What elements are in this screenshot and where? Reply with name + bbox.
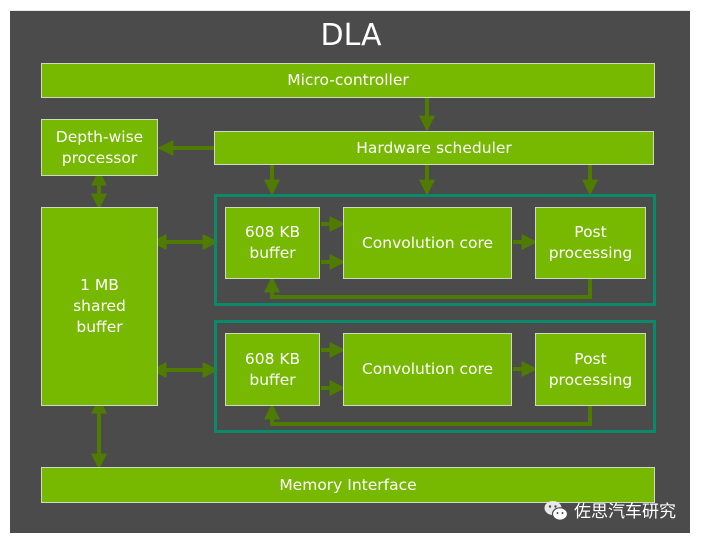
cluster-1-conv-label: Convolution core: [361, 233, 494, 252]
cluster-1-buffer-label: 608 KB buffer: [244, 223, 301, 262]
cluster-2-post-label: Post processing: [548, 349, 633, 389]
depthwise-processor-label: Depth-wise processor: [55, 127, 144, 167]
shared-buffer-label: 1 MB shared buffer: [73, 276, 126, 336]
hardware-scheduler-block: Hardware scheduler: [214, 131, 654, 165]
shared-buffer-block: 1 MB shared buffer: [41, 207, 158, 406]
cluster-1-conv-block: Convolution core: [343, 207, 512, 279]
cluster-2-conv-block: Convolution core: [343, 333, 512, 406]
arrow-c2-post-feedback: [264, 403, 592, 426]
convolution-cluster-1: [214, 194, 656, 306]
cluster-2-buffer-block: 608 KB buffer: [225, 333, 320, 406]
cluster-1-buffer-block: 608 KB buffer: [225, 207, 320, 279]
micro-controller-block: Micro-controller: [41, 63, 655, 98]
memory-interface-label: Memory Interface: [279, 475, 417, 494]
diagram-title: DLA: [320, 18, 382, 53]
wechat-icon: [543, 500, 569, 521]
cluster-1-post-block: Post processing: [535, 207, 646, 279]
micro-controller-label: Micro-controller: [287, 71, 409, 89]
cluster-2-buffer-label: 608 KB buffer: [244, 349, 301, 389]
memory-interface-block: Memory Interface: [41, 467, 655, 503]
depthwise-processor-block: Depth-wise processor: [41, 119, 158, 176]
arrow-c1-post-feedback: [264, 276, 592, 299]
cluster-1-post-label: Post processing: [548, 223, 633, 262]
cluster-2-conv-label: Convolution core: [361, 360, 494, 378]
watermark: 佐思汽车研究: [543, 497, 676, 522]
watermark-text: 佐思汽车研究: [574, 502, 676, 522]
hardware-scheduler-label: Hardware scheduler: [356, 138, 512, 157]
convolution-cluster-2: [214, 320, 656, 433]
cluster-2-post-block: Post processing: [535, 333, 646, 406]
